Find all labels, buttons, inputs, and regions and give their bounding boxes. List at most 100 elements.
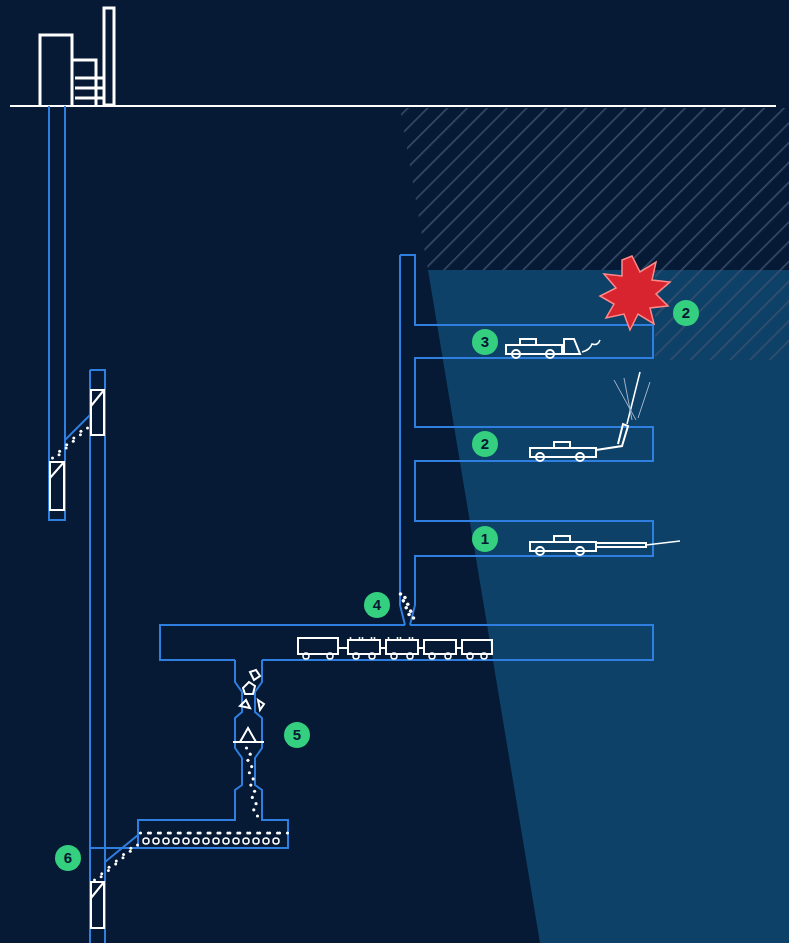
ore-dot (256, 814, 259, 817)
roller (203, 838, 209, 844)
ore-dot (286, 831, 289, 834)
ore-dot (268, 831, 271, 834)
blast (600, 256, 670, 330)
ore-dot (249, 753, 252, 756)
ore-dot (58, 450, 61, 453)
callout-number: 2 (472, 431, 498, 457)
callout-number: 3 (472, 329, 498, 355)
ore-dot (388, 637, 390, 639)
ore-dot (399, 592, 403, 596)
callout-number: 1 (472, 526, 498, 552)
wheel (303, 653, 309, 659)
ore-dot (51, 457, 54, 460)
ore-dot (409, 609, 413, 613)
roller (273, 838, 279, 844)
ore-dot (93, 879, 96, 882)
ore-dot (254, 802, 257, 805)
ore-dot (159, 831, 162, 834)
ore-dot (149, 831, 152, 834)
ore-dot (278, 831, 281, 834)
ore-dot (245, 746, 248, 749)
ore-dot (115, 859, 118, 862)
ore-dot (169, 831, 172, 834)
conveyor (143, 838, 279, 844)
ore-dot (248, 771, 251, 774)
ore-dot (129, 850, 132, 853)
tunnels (49, 106, 653, 943)
wheel (481, 653, 487, 659)
hatched-zone (400, 108, 789, 360)
ore-dot (400, 637, 402, 639)
wheel (445, 653, 451, 659)
ore-dot (238, 831, 241, 834)
ore-dot (72, 437, 75, 440)
ore-dot (114, 863, 117, 866)
ore-dot (136, 844, 139, 847)
ore-dot (412, 637, 414, 639)
roller (263, 838, 269, 844)
callout-number: 4 (364, 592, 390, 618)
roller (243, 838, 249, 844)
train-wheels (303, 653, 487, 659)
roller (173, 838, 179, 844)
ore-dot (65, 443, 68, 446)
ore-dot (249, 783, 252, 786)
ore-dot (72, 440, 75, 443)
skips (50, 390, 104, 928)
vehicles (298, 339, 680, 654)
ore-dot (252, 777, 255, 780)
ore-dot (403, 596, 407, 600)
ore-dot (350, 637, 352, 639)
ore-dot (409, 637, 411, 639)
ore-dot (86, 427, 89, 430)
ore-dot (79, 433, 82, 436)
roller (253, 838, 259, 844)
lit-zone (428, 270, 789, 943)
ore-dot (412, 616, 416, 620)
ore-dot (359, 637, 361, 639)
ore-dot (404, 606, 408, 610)
ore-dot (246, 759, 249, 762)
ore-dot (374, 637, 376, 639)
callout-number: 2 (673, 300, 699, 326)
ore-dot (250, 765, 253, 768)
ore-dot (407, 613, 411, 617)
roller (183, 838, 189, 844)
ore-dot (251, 796, 254, 799)
wheel (467, 653, 473, 659)
ore-dot (100, 872, 103, 875)
ore-dot (121, 856, 124, 859)
roller (193, 838, 199, 844)
roller (223, 838, 229, 844)
wheel (391, 653, 397, 659)
ore-dot (362, 637, 364, 639)
ore-dot (189, 831, 192, 834)
ore-dot (248, 831, 251, 834)
ore-dot (100, 875, 103, 878)
ore-dot (402, 599, 406, 603)
ore-dot (208, 831, 211, 834)
ore-dot (218, 831, 221, 834)
ore-dot (258, 831, 261, 834)
wheel (369, 653, 375, 659)
roller (153, 838, 159, 844)
callout-number: 5 (284, 722, 310, 748)
headframe (40, 8, 114, 105)
ore-dot (406, 602, 410, 606)
ore-dot (107, 869, 110, 872)
roller (233, 838, 239, 844)
ore-dot (65, 447, 68, 450)
ore-dot (253, 790, 256, 793)
wheel (353, 653, 359, 659)
callout-number: 6 (55, 845, 81, 871)
ore-dot (79, 430, 82, 433)
surface-line (10, 105, 776, 107)
wheel (407, 653, 413, 659)
ore-dot (198, 831, 201, 834)
ore-dot (122, 853, 125, 856)
ore-dot (371, 637, 373, 639)
ore-dot (252, 808, 255, 811)
ore-dot (58, 453, 61, 456)
